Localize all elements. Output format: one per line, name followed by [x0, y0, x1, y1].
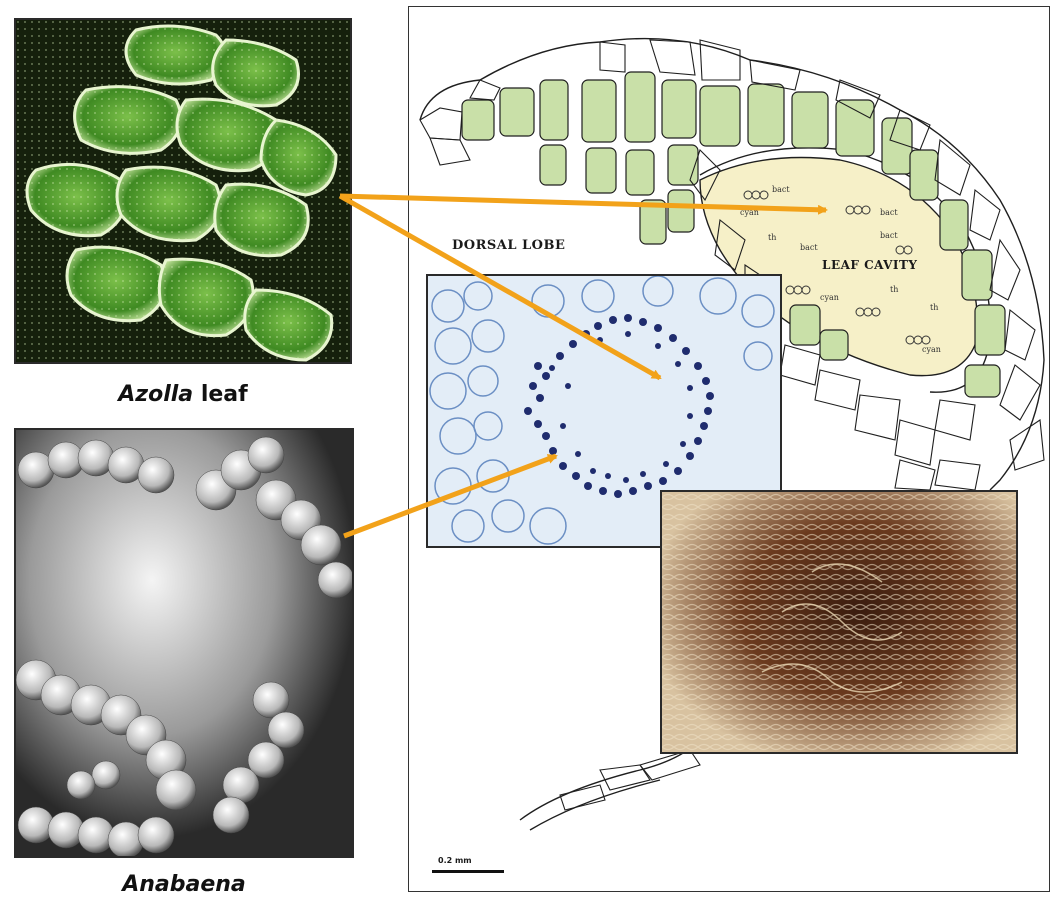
arrow-to-leaf-cavity [340, 196, 826, 210]
scale-bar [432, 870, 504, 873]
leaf-cavity-label: LEAF CAVITY [822, 258, 918, 272]
scale-label: 0.2 mm [438, 856, 472, 865]
dorsal-lobe-label: DORSAL LOBE [452, 238, 565, 253]
arrow-anabaena-to-micrograph [344, 456, 556, 536]
arrow-to-micrograph-cavity [340, 196, 660, 378]
